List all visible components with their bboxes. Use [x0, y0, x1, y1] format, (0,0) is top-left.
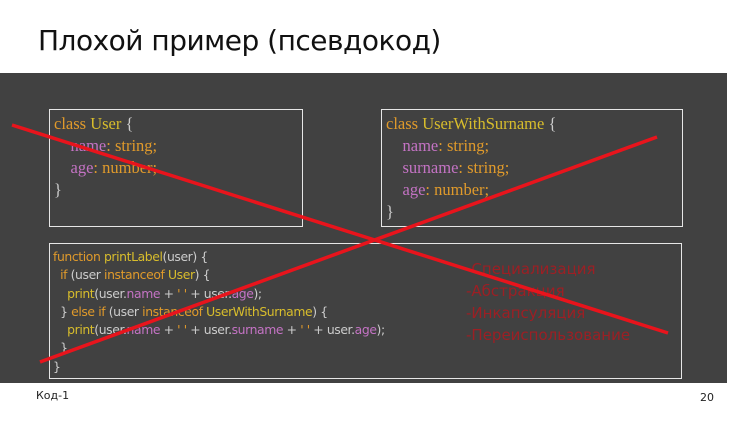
code-token: else if — [71, 303, 109, 319]
slide-footer-label: Код-1 — [36, 389, 70, 402]
code-line: } — [53, 358, 678, 376]
code-token: if — [60, 267, 71, 283]
code-token: print — [67, 322, 95, 338]
code-line: print(user.name + ' ' + user.surname + '… — [53, 321, 678, 339]
code-token: User — [90, 114, 126, 133]
principle-item: -Абстракция — [466, 282, 565, 300]
cross-line-2 — [39, 135, 658, 364]
code-line: name: string; — [386, 135, 678, 157]
code-token: + user. — [186, 285, 232, 301]
code-token: ' ' — [177, 322, 187, 338]
code-token: ) { — [194, 267, 211, 283]
code-token: } — [386, 202, 394, 221]
code-token: ' ' — [300, 322, 310, 338]
code-line: class User { — [54, 113, 298, 135]
slide-title: Плохой пример (псевдокод) — [38, 24, 441, 57]
page-number: 20 — [700, 391, 714, 404]
code-line: class UserWithSurname { — [386, 113, 678, 135]
code-token: surname — [231, 322, 284, 338]
code-token: (user. — [94, 285, 127, 301]
code-line: } — [53, 339, 678, 357]
code-token: (user — [108, 303, 143, 319]
code-token: ) { — [312, 303, 328, 319]
code-line: } else if (user instanceof UserWithSurna… — [53, 303, 678, 321]
code-token: printLabel — [103, 249, 163, 264]
code-token: User — [168, 267, 195, 283]
code-token: : string; — [438, 136, 490, 155]
code-token: + — [160, 322, 178, 338]
code-token: : string; — [106, 136, 158, 155]
code-token: } — [53, 340, 68, 356]
code-token: + user. — [309, 322, 355, 338]
code-token: class — [386, 114, 423, 133]
code-token: : string; — [458, 158, 510, 177]
code-token: ' ' — [177, 285, 187, 301]
code-line: age: number; — [386, 179, 678, 201]
principle-item: -Специализация — [466, 260, 596, 278]
code-token: instanceof — [104, 267, 169, 283]
code-token: ); — [376, 322, 386, 338]
code-token: age — [354, 322, 377, 338]
code-token: surname — [402, 158, 459, 177]
code-line: } — [54, 179, 298, 201]
cross-line-1 — [11, 123, 669, 335]
code-token: ); — [253, 285, 263, 301]
code-token: + — [283, 322, 301, 338]
code-line: if (user instanceof User) { — [53, 266, 678, 284]
code-token: { — [548, 114, 557, 133]
code-line: function printLabel(user) { — [53, 248, 678, 266]
principle-item: -Инкапсуляция — [466, 304, 586, 322]
code-token: function — [53, 249, 104, 264]
code-token: name — [126, 285, 161, 301]
principle-item: -Переиспользование — [466, 326, 631, 344]
code-line: surname: string; — [386, 157, 678, 179]
code-token: UserWithSurname — [422, 114, 549, 133]
code-token: class — [54, 114, 91, 133]
code-token: : number; — [93, 158, 158, 177]
code-block-print-label: function printLabel(user) { if (user ins… — [49, 243, 682, 379]
code-token: (user — [70, 267, 105, 283]
code-token: } — [53, 303, 72, 319]
code-block-user-with-surname: class UserWithSurname { name: string; su… — [381, 109, 683, 227]
code-token: UserWithSurname — [206, 303, 313, 319]
code-line: age: number; — [54, 157, 298, 179]
code-token: + — [160, 285, 178, 301]
code-token: age — [402, 180, 426, 199]
principles-list: -Специализация -Абстракция -Инкапсуляция… — [466, 258, 630, 346]
code-token: print — [67, 285, 95, 301]
code-token: age — [70, 158, 94, 177]
code-token: (user) { — [162, 249, 209, 264]
code-token: : number; — [425, 180, 490, 199]
code-token: { — [125, 114, 134, 133]
code-line: } — [386, 201, 678, 223]
code-token: + user. — [186, 322, 232, 338]
code-token: name — [402, 136, 439, 155]
code-token: } — [53, 358, 61, 374]
code-token: } — [54, 180, 62, 199]
